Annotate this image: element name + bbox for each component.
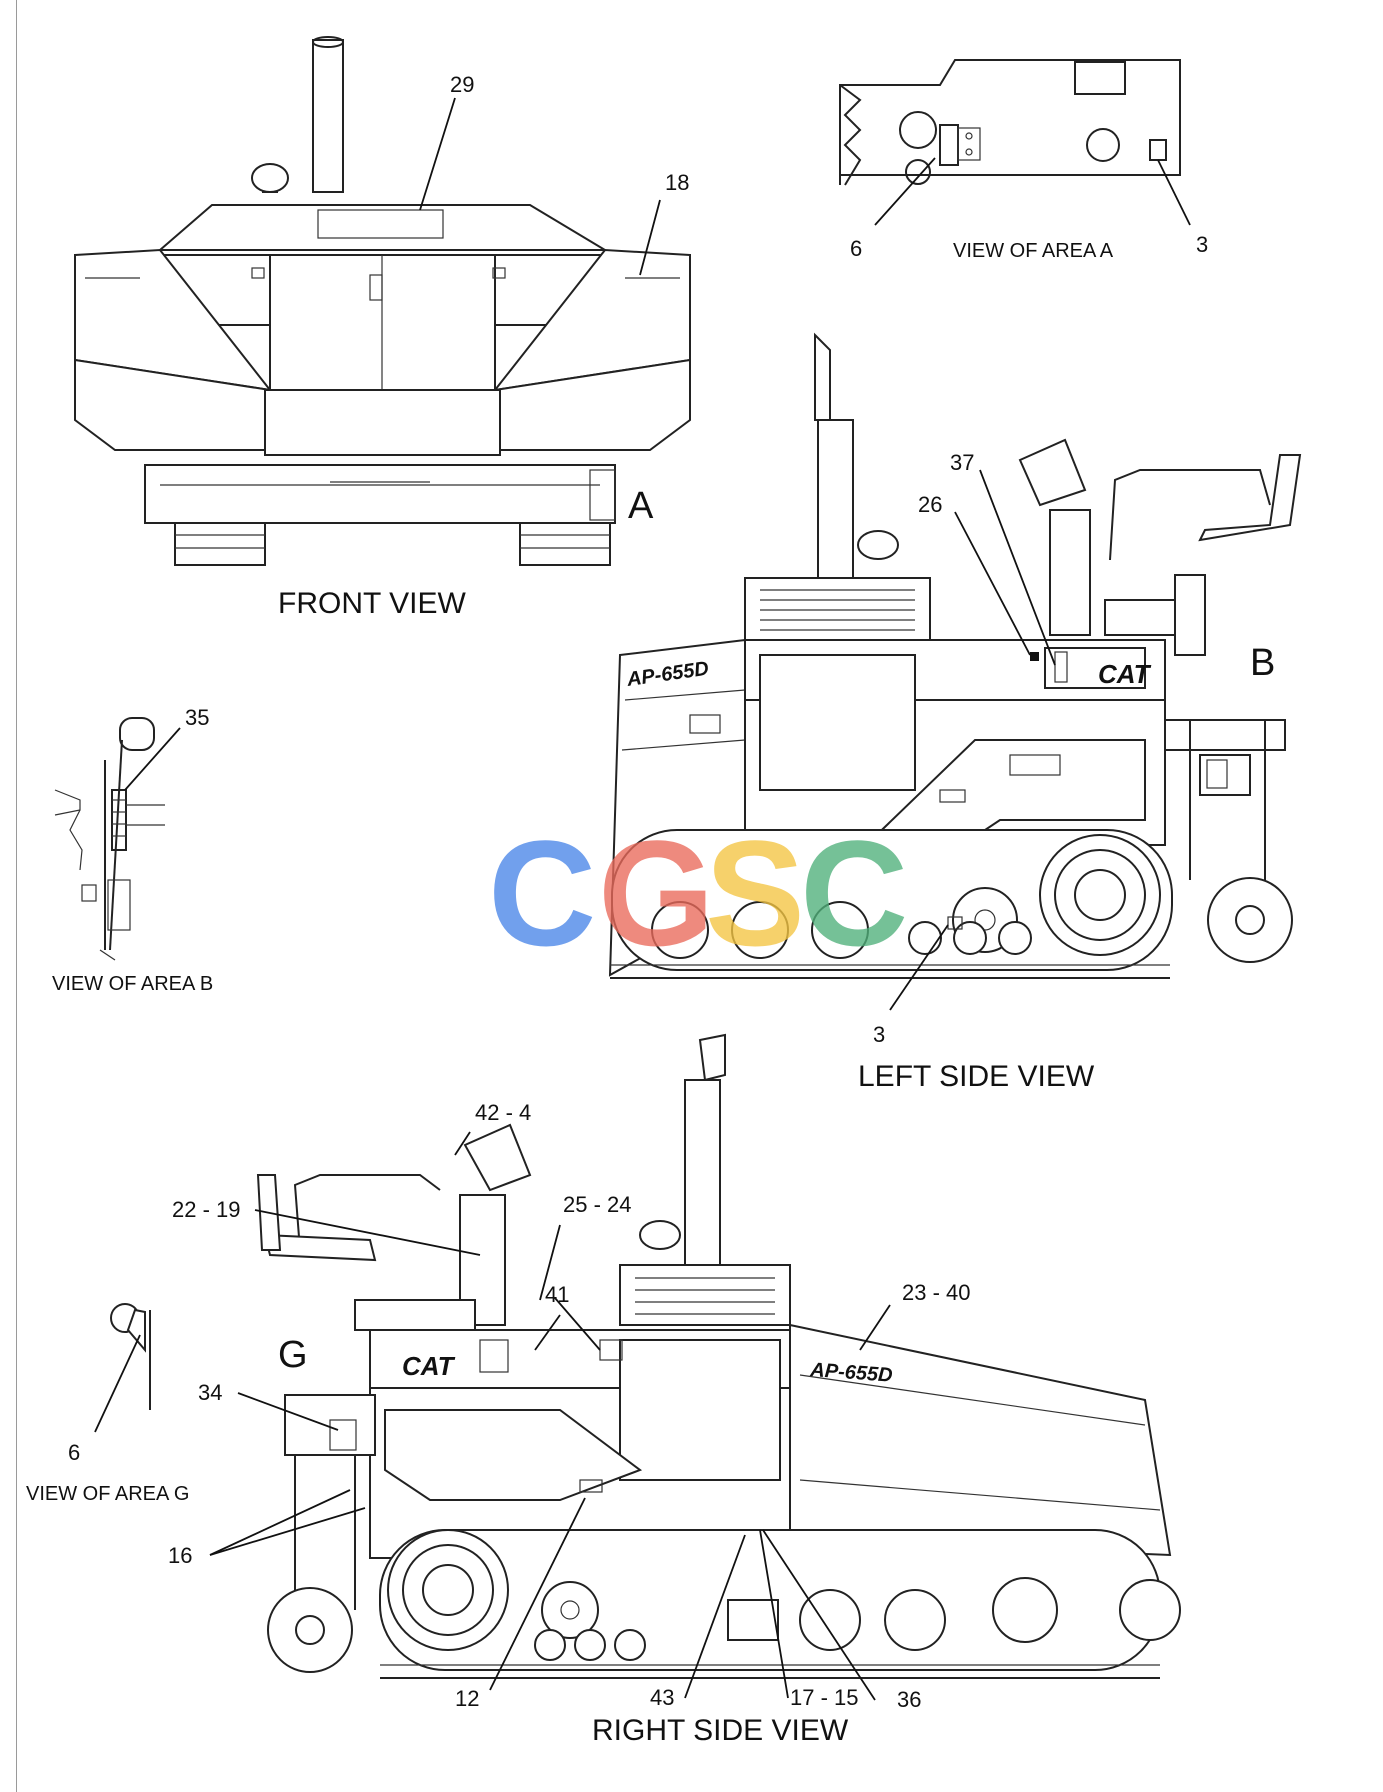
watermark-letter-2: G: [598, 809, 715, 977]
cgsc-watermark-logo: C G S C: [488, 809, 908, 977]
callout-area-g-6: 6: [68, 1440, 80, 1465]
watermark-letter-3: S: [705, 809, 805, 977]
area-letter-a: A: [628, 485, 654, 527]
front-view-title: FRONT VIEW: [278, 587, 466, 620]
area-letter-b: B: [1250, 642, 1275, 684]
area-letter-g: G: [278, 1334, 308, 1376]
callout-12: 12: [455, 1686, 479, 1711]
callout-left-3: 3: [873, 1022, 885, 1047]
area-g-detail-drawing: [110, 1303, 151, 1410]
callout-18: 18: [665, 170, 689, 195]
area-b-detail-drawing: [54, 717, 165, 961]
callout-43: 43: [650, 1685, 674, 1710]
area-a-title: VIEW OF AREA A: [953, 240, 1114, 262]
right-side-view-drawing: [256, 1033, 1181, 1679]
callout-leader-lines: [94, 97, 1191, 1701]
right-side-view-title: RIGHT SIDE VIEW: [592, 1714, 849, 1747]
area-b-title: VIEW OF AREA B: [52, 973, 213, 995]
brand-decal-left: CAT: [1098, 659, 1152, 689]
callout-29: 29: [450, 72, 474, 97]
brand-decal-right: CAT: [402, 1351, 456, 1381]
callout-22-19: 22 - 19: [172, 1197, 241, 1222]
callout-25-24: 25 - 24: [563, 1192, 632, 1217]
callout-26: 26: [918, 492, 942, 517]
margin-rule: [16, 0, 17, 1792]
callout-42-4: 42 - 4: [475, 1100, 531, 1125]
area-g-title: VIEW OF AREA G: [26, 1483, 189, 1505]
callout-37: 37: [950, 450, 974, 475]
callout-34: 34: [198, 1380, 222, 1405]
callout-area-a-3: 3: [1196, 232, 1208, 257]
watermark-letter-4: C: [800, 809, 908, 977]
callout-16: 16: [168, 1543, 192, 1568]
front-view-drawing: [74, 36, 691, 566]
callout-36: 36: [897, 1687, 921, 1712]
left-side-view-title: LEFT SIDE VIEW: [858, 1060, 1095, 1093]
watermark-letter-1: C: [488, 809, 596, 977]
area-a-detail-drawing: [839, 59, 1181, 186]
callout-23-40: 23 - 40: [902, 1280, 971, 1305]
callout-area-a-6: 6: [850, 236, 862, 261]
callout-17-15: 17 - 15: [790, 1685, 859, 1710]
callout-41: 41: [545, 1282, 569, 1307]
left-side-view-drawing: [608, 332, 1302, 979]
callout-35: 35: [185, 705, 209, 730]
